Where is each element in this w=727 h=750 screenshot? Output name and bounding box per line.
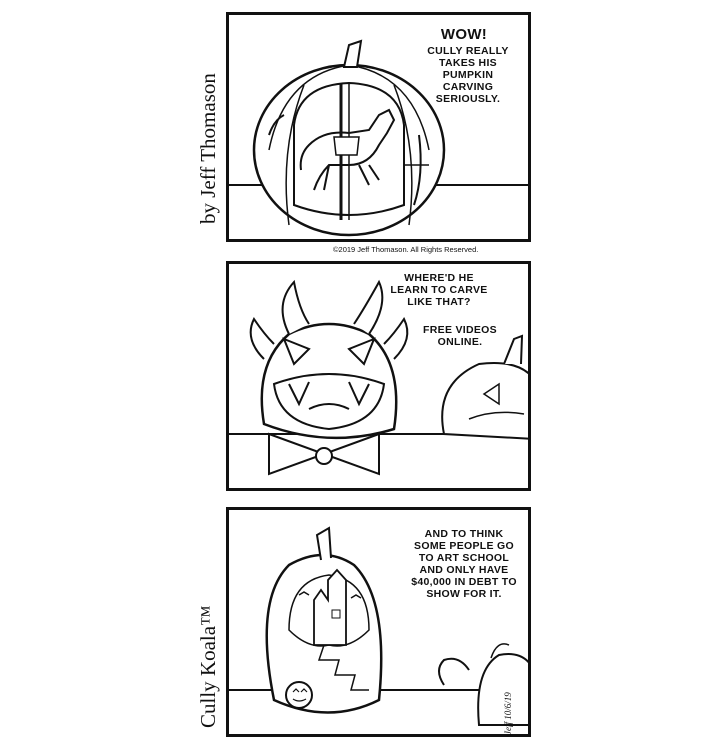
panel-2: WHERE'D HE LEARN TO CARVE LIKE THAT? FRE… [226,261,531,491]
panel-1-dialogue-wow: WOW! [440,26,488,43]
panel-1-dialogue-line: CULLY REALLY TAKES HIS PUMPKIN CARVING S… [427,45,509,105]
panel-2-art [229,279,528,476]
panel-1-art [229,39,528,237]
panel-3-dialogue: AND TO THINK SOME PEOPLE GO TO ART SCHOO… [411,528,517,600]
panel-1: WOW! CULLY REALLY TAKES HIS PUMPKIN CARV… [226,12,531,242]
panel-3-art [229,526,528,726]
panel-2-dialogue-answer: FREE VIDEOS ONLINE. [423,324,497,348]
panel-2-dialogue-question: WHERE'D HE LEARN TO CARVE LIKE THAT? [390,272,488,308]
panel-3: AND TO THINK SOME PEOPLE GO TO ART SCHOO… [226,507,531,737]
artist-signature: Jeff 10/6/19 [503,692,513,735]
strip-name-text: Cully Koala™ [196,605,220,728]
author-credit-text: by Jeff Thomason [196,73,220,224]
copyright-notice: ©2019 Jeff Thomason. All Rights Reserved… [333,245,479,254]
